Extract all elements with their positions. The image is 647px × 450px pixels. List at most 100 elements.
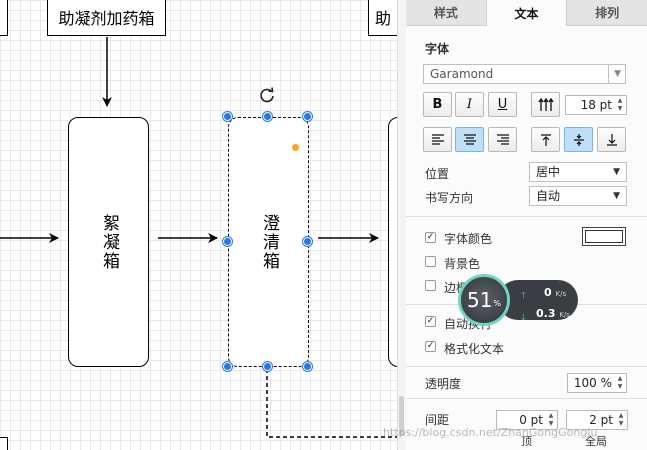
spacing-label: 间距: [425, 413, 450, 427]
auto-wrap-checkbox[interactable]: ✓: [425, 316, 436, 327]
opacity-label: 透明度: [425, 377, 462, 391]
format-panel: 样式 文本 排列 字体 Garamond ▼ B I U 18 pt ▲▼: [406, 0, 647, 450]
diagram-canvas[interactable]: 助凝剂加药箱 助 絮凝箱 澄清箱: [0, 0, 398, 450]
tab-style[interactable]: 样式: [406, 0, 487, 26]
font-size-value: 18 pt: [580, 98, 612, 112]
right-top-box[interactable]: 助: [368, 0, 398, 36]
background-color-label: 背景色: [444, 257, 481, 271]
resize-handle-n[interactable]: [263, 112, 272, 121]
border-color-checkbox[interactable]: [425, 280, 436, 291]
download-speed: 0.3 K/s: [536, 307, 570, 320]
memory-usage-percent: 51: [466, 288, 493, 312]
rotate-icon[interactable]: [258, 86, 276, 104]
resize-handle-s[interactable]: [263, 362, 272, 371]
connector-clarifier-bottom: [266, 369, 398, 438]
resize-handle-e[interactable]: [303, 237, 312, 246]
clarifier-tank[interactable]: 澄清箱: [228, 117, 309, 367]
writing-direction-value: 自动: [536, 189, 561, 203]
upload-arrow-icon: 🡑: [521, 291, 526, 301]
panel-scrollbar-thumb[interactable]: [399, 396, 404, 436]
spacing-section: 间距 0 pt ▲▼ 顶 2 pt ▲▼ 全局: [406, 398, 647, 450]
align-left-button[interactable]: [423, 127, 452, 152]
font-size-input[interactable]: 18 pt ▲▼: [565, 95, 627, 115]
download-arrow-icon: 🡓: [521, 313, 526, 323]
align-bottom-button[interactable]: [597, 127, 626, 152]
left-top-box-edge[interactable]: [0, 0, 8, 36]
coagulant-dosing-label: 助凝剂加药箱: [58, 8, 155, 28]
resize-handle-w[interactable]: [223, 237, 232, 246]
bold-button[interactable]: B: [423, 92, 452, 117]
watermark: https://blog.csdn.net/ZhanGongGongJu: [383, 426, 598, 439]
upload-speed-value: 0: [544, 286, 552, 299]
spacing-top-input[interactable]: 0 pt ▲▼: [496, 410, 558, 430]
opacity-input[interactable]: 100 % ▲▼: [567, 373, 627, 393]
download-speed-value: 0.3: [536, 307, 556, 320]
flocculation-tank-label: 絮凝箱: [99, 213, 119, 271]
align-top-button[interactable]: [531, 127, 560, 152]
spacing-global-input[interactable]: 2 pt ▲▼: [566, 410, 628, 430]
font-family-value: Garamond: [430, 67, 494, 81]
vertical-text-icon: [537, 97, 554, 111]
align-bottom-icon: [606, 133, 617, 146]
align-top-icon: [540, 133, 551, 146]
resize-handle-ne[interactable]: [303, 112, 312, 121]
italic-icon: I: [466, 97, 473, 112]
chevron-down-icon: ▼: [608, 65, 621, 83]
memory-usage-unit: %: [493, 298, 502, 308]
resize-handle-se[interactable]: [303, 362, 312, 371]
resize-handle-nw[interactable]: [223, 112, 232, 121]
panel-tabs: 样式 文本 排列: [406, 0, 647, 26]
clarifier-tank-label: 澄清箱: [259, 213, 279, 271]
align-middle-button[interactable]: [564, 127, 593, 152]
spin-arrows-icon[interactable]: ▲▼: [617, 375, 623, 390]
download-speed-unit: K/s: [559, 311, 570, 319]
resize-handle-sw[interactable]: [223, 362, 232, 371]
spacing-top-value: 0 pt: [519, 413, 543, 427]
align-center-icon: [463, 133, 476, 145]
font-color-checkbox[interactable]: ✓: [425, 232, 436, 243]
background-color-checkbox[interactable]: [425, 256, 436, 267]
flocculation-tank[interactable]: 絮凝箱: [68, 117, 149, 367]
font-color-swatch[interactable]: [582, 227, 626, 246]
bottom-left-box-edge[interactable]: [0, 437, 8, 450]
position-value: 居中: [536, 165, 561, 179]
align-center-button[interactable]: [455, 127, 484, 152]
italic-button[interactable]: I: [455, 92, 484, 117]
formatted-text-label: 格式化文本: [444, 342, 505, 356]
formatted-text-checkbox[interactable]: ✓: [425, 341, 436, 352]
opacity-section: 透明度 100 % ▲▼: [406, 366, 647, 398]
tab-text[interactable]: 文本: [486, 0, 568, 26]
opacity-value: 100 %: [573, 376, 612, 390]
spin-arrows-icon[interactable]: ▲▼: [548, 412, 554, 427]
memory-usage-circle: 51%: [458, 274, 510, 326]
position-label: 位置: [425, 167, 450, 181]
vertical-text-button[interactable]: [531, 92, 560, 117]
underline-icon: U: [497, 97, 508, 112]
underline-button[interactable]: U: [488, 92, 517, 117]
tab-arrange[interactable]: 排列: [567, 0, 647, 26]
spin-arrows-icon[interactable]: ▲▼: [617, 97, 623, 112]
spacing-global-value: 2 pt: [589, 413, 613, 427]
connectors: [0, 37, 398, 438]
font-color-label: 字体颜色: [444, 232, 493, 246]
network-monitor-widget[interactable]: 51% 0 K/s 0.3 K/s: [458, 274, 578, 326]
spacing-top-caption: 顶: [521, 435, 532, 448]
align-middle-icon: [573, 133, 584, 146]
upload-speed-unit: K/s: [555, 290, 567, 298]
align-right-icon: [496, 133, 509, 145]
panel-splitter[interactable]: [397, 0, 406, 450]
upload-speed: 0 K/s: [544, 286, 566, 299]
coagulant-dosing-box[interactable]: 助凝剂加药箱: [47, 0, 166, 36]
align-right-button[interactable]: [488, 127, 517, 152]
writing-direction-select[interactable]: 自动 ▼: [529, 186, 627, 206]
font-color-swatch-fill: [585, 230, 623, 243]
chevron-down-icon: ▼: [613, 167, 620, 177]
right-top-box-label: 助: [375, 8, 392, 28]
corner-radius-handle[interactable]: [291, 143, 300, 152]
spin-arrows-icon[interactable]: ▲▼: [618, 412, 624, 427]
align-left-icon: [431, 133, 444, 145]
network-speed-pill: [498, 280, 578, 320]
position-select[interactable]: 居中 ▼: [529, 162, 627, 182]
font-family-select[interactable]: Garamond ▼: [423, 64, 626, 84]
bold-icon: B: [432, 97, 443, 112]
